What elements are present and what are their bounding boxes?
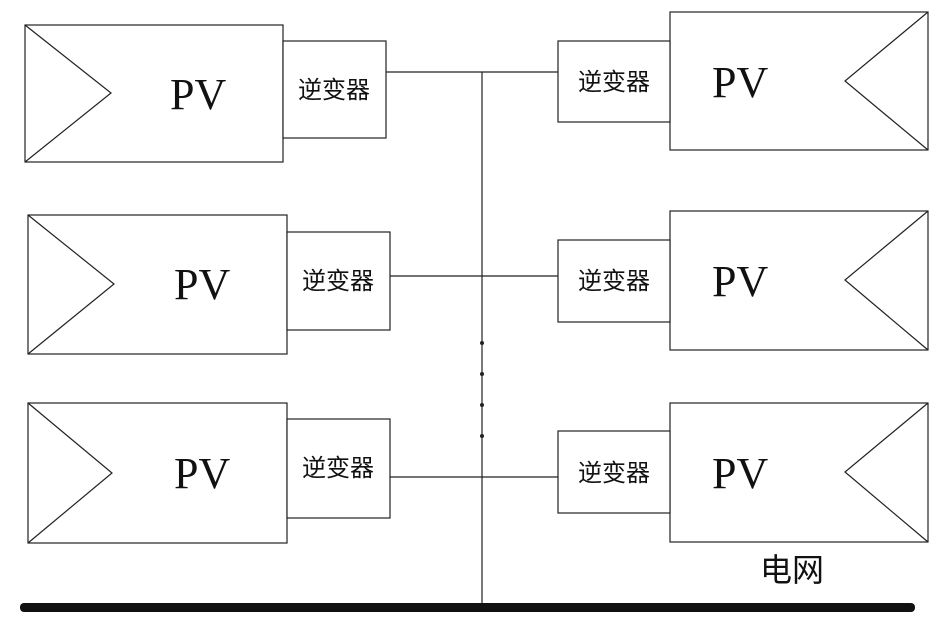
inverter-label: 逆变器 [302, 267, 374, 295]
pv-label: PV [712, 257, 768, 306]
pv-panel [669, 11, 929, 151]
left-pv-unit-1: PV 逆变器 [24, 24, 482, 163]
pv-chevron-icon [844, 11, 929, 151]
pv-label: PV [174, 260, 230, 309]
pv-chevron-icon [24, 24, 112, 163]
left-pv-unit-2: PV 逆变器 [27, 214, 482, 355]
pv-panel [24, 24, 284, 163]
ellipsis-dot [480, 403, 484, 407]
pv-panel [27, 214, 288, 355]
ellipsis-dot [480, 372, 484, 376]
pv-panel [669, 402, 929, 543]
pv-chevron-icon [27, 402, 113, 544]
inverter-box [282, 40, 387, 139]
grid-bus-bar [20, 603, 915, 612]
inverter-label: 逆变器 [578, 68, 650, 96]
right-pv-unit-1: PV 逆变器 [482, 11, 929, 151]
pv-chevron-icon [844, 210, 929, 351]
inverter-box [557, 239, 671, 323]
inverter-label: 逆变器 [578, 459, 650, 487]
pv-label: PV [174, 449, 230, 498]
grid-label: 电网 [760, 551, 824, 589]
inverter-box [557, 40, 671, 123]
right-pv-unit-3: PV 逆变器 [482, 402, 929, 543]
ellipsis-dot [480, 341, 484, 345]
pv-panel [27, 402, 288, 544]
inverter-box [557, 430, 671, 514]
inverter-label: 逆变器 [578, 267, 650, 295]
pv-chevron-icon [844, 402, 929, 543]
left-pv-unit-3: PV 逆变器 [27, 402, 482, 544]
pv-label: PV [712, 58, 768, 107]
inverter-box [286, 418, 391, 519]
pv-panel [669, 210, 929, 351]
pv-chevron-icon [27, 214, 115, 355]
pv-label: PV [712, 449, 768, 498]
inverter-box [286, 231, 391, 331]
inverter-label: 逆变器 [298, 76, 370, 104]
pv-label: PV [170, 70, 226, 119]
inverter-label: 逆变器 [302, 454, 374, 482]
ellipsis-dot [480, 434, 484, 438]
ellipsis-dots [480, 341, 484, 438]
right-pv-unit-2: PV 逆变器 [482, 210, 929, 351]
